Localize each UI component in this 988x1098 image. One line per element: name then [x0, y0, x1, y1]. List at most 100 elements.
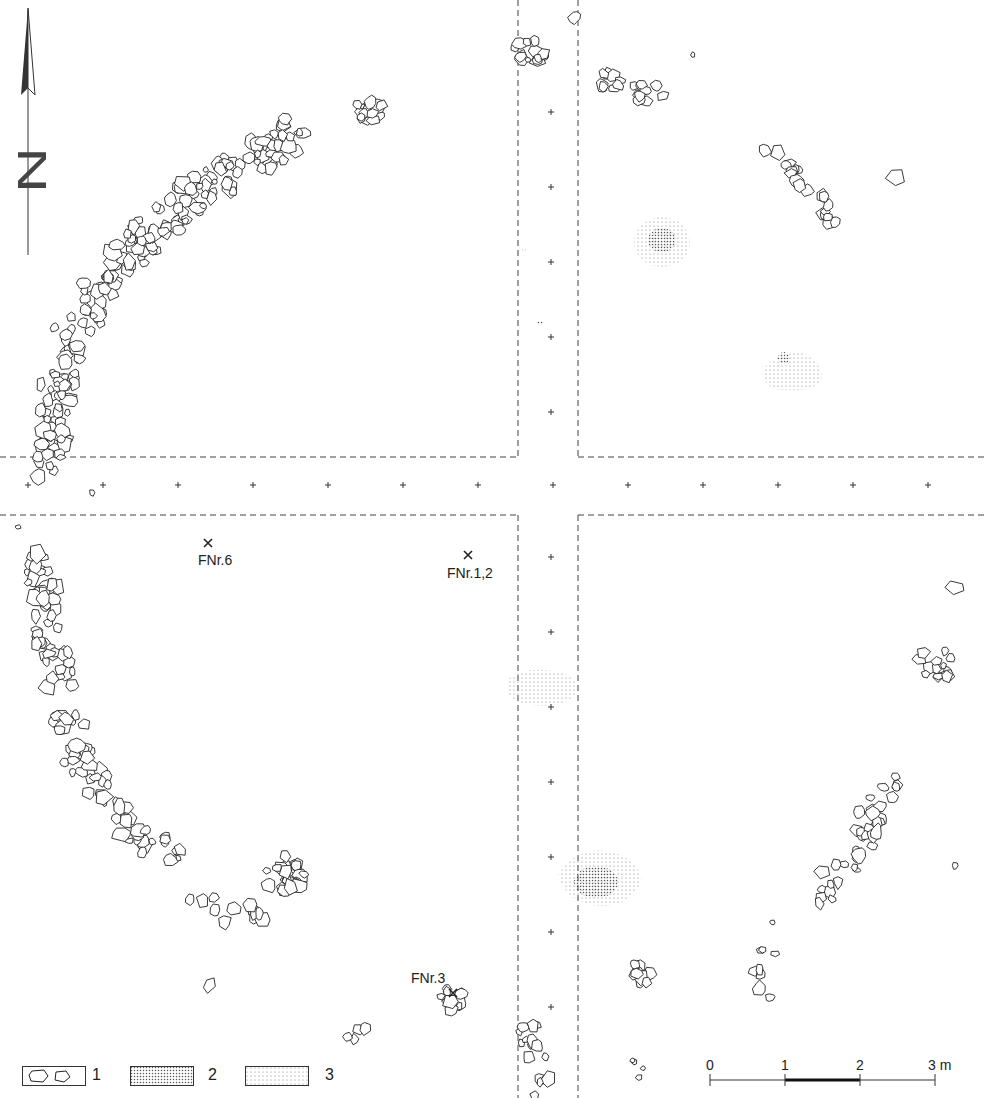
stone	[515, 52, 527, 62]
stone	[68, 738, 86, 753]
stone	[820, 191, 829, 202]
stone	[265, 162, 277, 175]
stone	[185, 894, 193, 906]
scale-number: 1	[781, 1057, 789, 1073]
stone	[149, 838, 156, 844]
stone	[541, 1071, 555, 1088]
stone	[140, 826, 150, 835]
stone	[636, 81, 648, 90]
stone	[537, 1077, 543, 1087]
grid-cross	[100, 482, 106, 488]
grid-cross	[925, 482, 931, 488]
grid-cross	[250, 482, 256, 488]
stone	[209, 893, 220, 902]
stone	[48, 385, 54, 393]
stone	[70, 369, 79, 378]
stone	[530, 1091, 539, 1098]
stone	[278, 113, 292, 125]
stone	[43, 649, 56, 659]
stone	[343, 1032, 353, 1041]
stone	[43, 430, 56, 441]
stone	[527, 1019, 538, 1032]
stone	[124, 229, 132, 238]
stone	[90, 490, 95, 496]
stone	[642, 977, 652, 988]
stone	[885, 170, 904, 186]
find-number: FNr.6	[198, 552, 232, 568]
stone	[945, 581, 964, 595]
stone	[599, 82, 608, 93]
stone	[182, 215, 193, 224]
stone	[824, 213, 833, 221]
stone	[123, 253, 135, 270]
grid-cross	[850, 482, 856, 488]
legend-text: 2	[208, 1067, 217, 1083]
stone	[296, 128, 302, 136]
grid-cross	[775, 482, 781, 488]
stone	[24, 579, 32, 586]
stone	[59, 354, 72, 369]
stone	[221, 177, 233, 191]
stone	[815, 897, 824, 910]
stone	[78, 318, 88, 328]
grid-cross	[548, 109, 554, 115]
stone	[80, 751, 95, 764]
stone	[50, 323, 59, 332]
stone	[243, 152, 255, 164]
stone	[596, 79, 608, 92]
stone	[771, 951, 780, 957]
stone	[226, 162, 234, 171]
stone	[78, 719, 90, 729]
stone	[66, 680, 79, 692]
stone	[33, 451, 43, 462]
stone	[173, 203, 183, 214]
stone	[631, 968, 644, 979]
stone	[650, 80, 662, 91]
stone	[932, 664, 941, 674]
stone	[941, 662, 947, 669]
stone	[294, 128, 311, 138]
stone	[120, 814, 132, 828]
north-letter: N	[12, 147, 52, 193]
stone	[125, 838, 133, 843]
stone	[299, 871, 309, 878]
stone	[30, 544, 46, 564]
stone	[137, 236, 146, 246]
stone	[47, 579, 57, 591]
stone	[261, 879, 275, 893]
stone	[756, 964, 763, 975]
grid-cross	[175, 482, 181, 488]
stone	[758, 947, 765, 953]
stone	[243, 898, 257, 911]
stone	[70, 341, 86, 352]
stone	[280, 851, 291, 863]
find-number: FNr.3	[411, 970, 445, 986]
stone	[278, 130, 287, 142]
stone	[64, 646, 73, 659]
stone	[635, 91, 646, 102]
stone	[36, 590, 49, 606]
stone	[279, 155, 289, 165]
grid-cross	[400, 482, 406, 488]
stone	[47, 610, 57, 622]
stone	[854, 806, 865, 819]
legend-swatch	[245, 1066, 309, 1086]
stone	[793, 179, 806, 193]
grid-cross	[548, 929, 554, 935]
stone	[840, 861, 848, 868]
stone	[523, 38, 531, 46]
stone	[37, 377, 45, 391]
stone	[933, 673, 943, 680]
stone	[70, 667, 75, 676]
grid-cross	[548, 704, 554, 710]
north-arrow	[21, 8, 35, 255]
stone	[104, 269, 113, 283]
stone	[104, 780, 112, 790]
stone	[219, 916, 232, 930]
stone	[173, 225, 186, 235]
stone	[376, 100, 388, 111]
stone	[942, 670, 953, 683]
stone	[189, 202, 207, 214]
stone	[53, 404, 63, 418]
